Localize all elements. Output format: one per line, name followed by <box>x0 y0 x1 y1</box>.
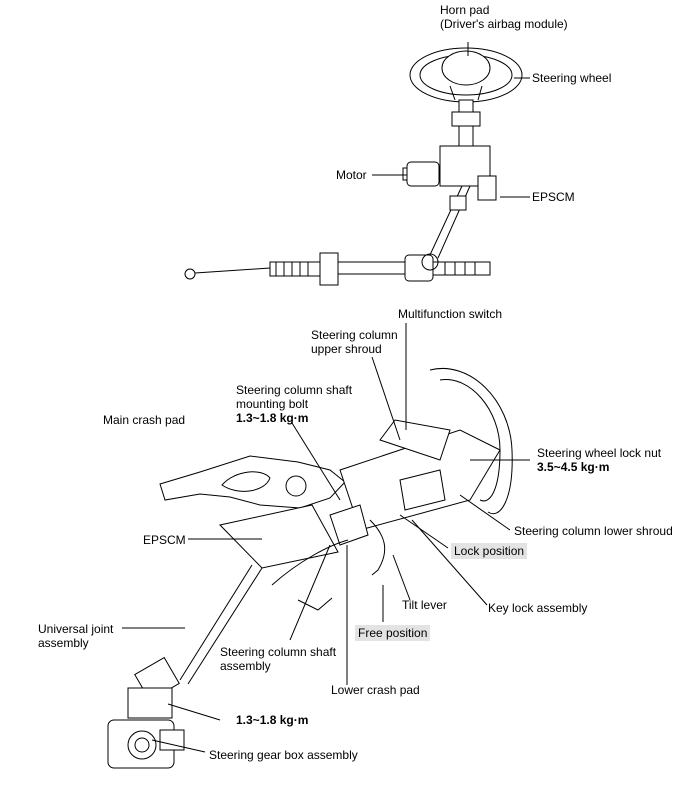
gearbox-drawing <box>107 719 185 769</box>
label-motor: Motor <box>336 168 367 182</box>
label-universal-joint-line1: Universal joint <box>38 622 114 636</box>
label-shaft-mounting-bolt: Steering column shaft mounting bolt 1.3~… <box>236 383 352 425</box>
lower-wheel-drawing <box>429 368 513 515</box>
label-lock-position: Lock position <box>451 543 528 559</box>
label-column-shaft-line1: Steering column shaft <box>220 645 337 659</box>
label-main-crash-pad: Main crash pad <box>103 413 186 427</box>
column-drawing <box>402 99 497 259</box>
lower-crash-pad-drawing <box>271 539 349 611</box>
label-steering-wheel: Steering wheel <box>532 71 612 85</box>
label-gear-torque: 1.3~1.8 kg·m <box>236 713 309 727</box>
label-column-shaft-line2: assembly <box>220 659 271 673</box>
label-horn-pad-line2: (Driver's airbag module) <box>440 17 568 31</box>
label-horn-pad: Horn pad (Driver's airbag module) <box>440 3 568 31</box>
intermediate-shaft-drawing <box>127 564 263 719</box>
crash-pad-drawing <box>159 455 346 509</box>
label-free-position: Free position <box>355 625 431 641</box>
label-multifunction-switch: Multifunction switch <box>398 307 503 321</box>
label-epscm-bottom: EPSCM <box>143 533 186 547</box>
steering-wheel-drawing <box>409 47 523 103</box>
label-key-lock: Key lock assembly <box>488 601 588 615</box>
leader-lines <box>122 42 530 753</box>
label-column-shaft-assembly: Steering column shaft assembly <box>220 645 336 673</box>
label-wheel-lock-nut-torque: 3.5~4.5 kg·m <box>537 460 610 474</box>
label-tilt-lever: Tilt lever <box>402 598 447 612</box>
label-shaft-mounting-bolt-torque: 1.3~1.8 kg·m <box>236 411 309 425</box>
label-upper-shroud: Steering column upper shroud <box>311 328 398 356</box>
rack-drawing <box>184 252 491 286</box>
label-epscm-top: EPSCM <box>532 190 575 204</box>
label-universal-joint: Universal joint assembly <box>38 622 113 650</box>
label-upper-shroud-line2: upper shroud <box>311 342 382 356</box>
label-wheel-lock-nut: Steering wheel lock nut 3.5~4.5 kg·m <box>537 446 661 474</box>
label-shaft-mounting-bolt-line1: Steering column shaft <box>236 383 353 397</box>
label-horn-pad-line1: Horn pad <box>440 3 490 17</box>
label-wheel-lock-nut-line1: Steering wheel lock nut <box>537 446 662 460</box>
label-shaft-mounting-bolt-line2: mounting bolt <box>236 397 309 411</box>
label-upper-shroud-line1: Steering column <box>311 328 398 342</box>
tilt-lever-drawing <box>369 519 386 576</box>
label-lower-crash-pad: Lower crash pad <box>331 683 420 697</box>
label-universal-joint-line2: assembly <box>38 636 89 650</box>
label-gear-box: Steering gear box assembly <box>209 748 358 762</box>
label-lower-shroud: Steering column lower shroud <box>514 524 673 538</box>
column-shroud-drawing <box>219 419 501 569</box>
